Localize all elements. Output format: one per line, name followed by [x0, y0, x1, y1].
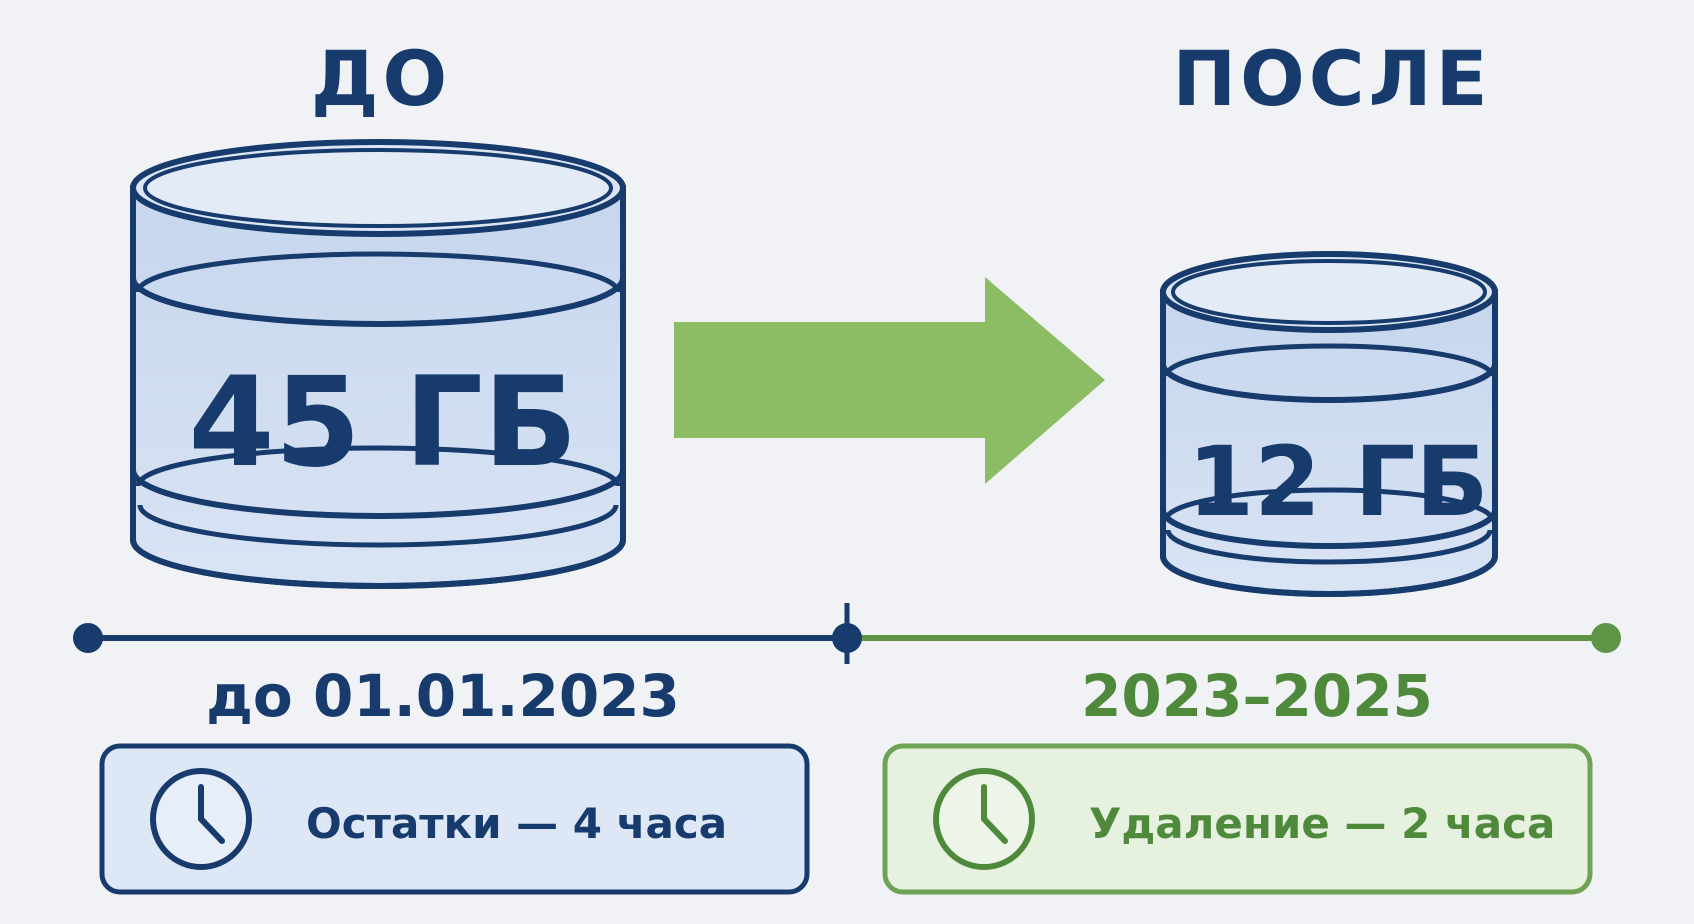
database-icon	[1160, 251, 1498, 597]
timeline-mid-dot	[832, 623, 862, 653]
database-icon	[130, 139, 626, 589]
before-heading: ДО	[311, 34, 451, 123]
arrow-right-icon	[674, 277, 1105, 484]
after-size-label: 12 ГБ	[1187, 426, 1488, 538]
before-date-label: до 01.01.2023	[206, 662, 680, 730]
before-size-label: 45 ГБ	[188, 351, 577, 495]
before-time-card: Остатки — 4 часа	[99, 743, 810, 895]
clock-icon	[933, 768, 1035, 870]
timeline	[73, 603, 1621, 664]
after-heading: ПОСЛЕ	[1172, 34, 1491, 123]
timeline-end-dot	[1591, 623, 1621, 653]
after-date-label: 2023–2025	[1081, 662, 1433, 730]
after-card-text: Удаление — 2 часа	[1089, 799, 1555, 848]
before-card-text: Остатки — 4 часа	[306, 799, 727, 848]
after-time-card: Удаление — 2 часа	[882, 743, 1593, 895]
clock-icon	[150, 768, 252, 870]
timeline-start-dot	[73, 623, 103, 653]
